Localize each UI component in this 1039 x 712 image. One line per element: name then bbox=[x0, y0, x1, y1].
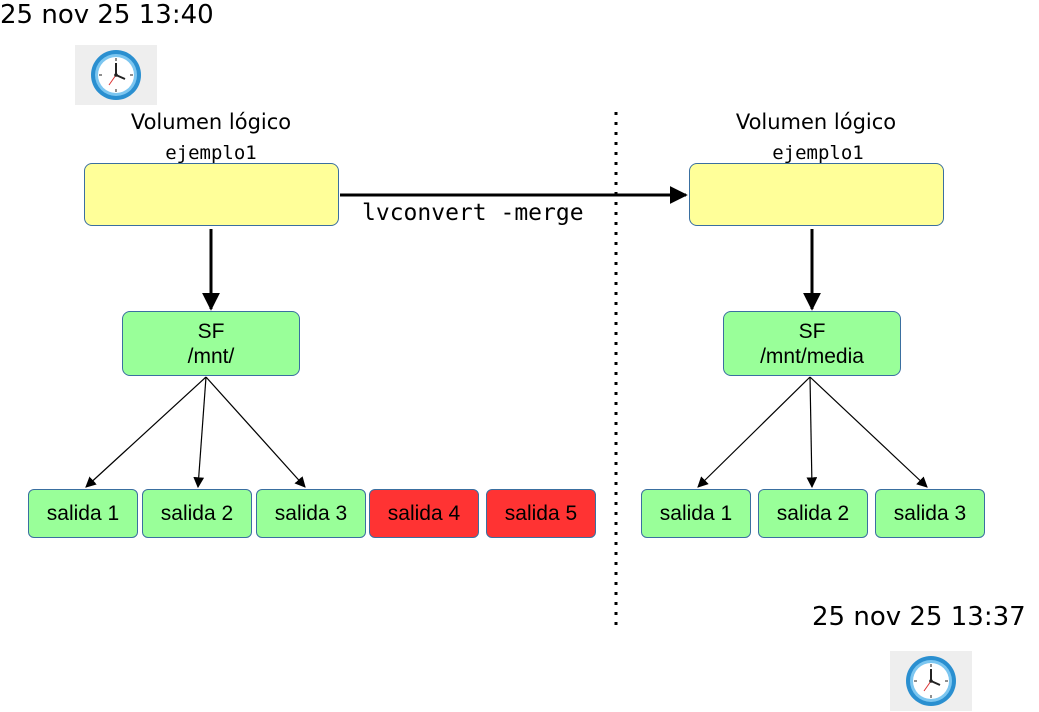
output-label: salida 1 bbox=[659, 501, 733, 525]
right-output-2: salida 2 bbox=[758, 489, 868, 538]
output-label: salida 5 bbox=[504, 501, 578, 525]
output-label: salida 3 bbox=[893, 501, 967, 525]
left-volume-name: ejemplo1 bbox=[165, 142, 257, 164]
clock-icon bbox=[75, 45, 157, 105]
right-output-1: salida 1 bbox=[641, 489, 751, 538]
right-logical-volume bbox=[689, 163, 944, 226]
left-output-2: salida 2 bbox=[142, 489, 252, 538]
right-fs-mount: /mnt/media bbox=[760, 344, 864, 368]
left-filesystem: SF /mnt/ bbox=[122, 311, 300, 376]
right-fs-to-output-2 bbox=[806, 376, 818, 489]
right-volume-name: ejemplo1 bbox=[772, 142, 864, 164]
right-filesystem: SF /mnt/media bbox=[723, 311, 901, 376]
left-logical-volume bbox=[84, 163, 339, 226]
merge-command-label: lvconvert -merge bbox=[362, 200, 584, 226]
right-volume-label: Volumen lógico bbox=[735, 110, 897, 134]
output-label: salida 3 bbox=[274, 501, 348, 525]
right-fs-to-output-1 bbox=[697, 376, 811, 488]
right-timestamp: 25 nov 25 13:37 bbox=[812, 602, 1026, 632]
left-volume-label: Volumen lógico bbox=[130, 110, 292, 134]
left-output-1: salida 1 bbox=[28, 489, 138, 538]
left-fs-to-output-2 bbox=[193, 376, 207, 489]
left-fs-to-output-3 bbox=[205, 376, 306, 488]
output-label: salida 2 bbox=[160, 501, 234, 525]
left-timestamp: 25 nov 25 13:40 bbox=[0, 0, 214, 30]
output-label: salida 1 bbox=[46, 501, 120, 525]
right-fs-to-output-3 bbox=[809, 376, 928, 488]
left-fs-title: SF bbox=[197, 319, 225, 343]
left-fs-to-output-1 bbox=[85, 376, 207, 488]
left-output-4: salida 4 bbox=[369, 489, 479, 538]
left-output-3: salida 3 bbox=[256, 489, 366, 538]
right-fs-title: SF bbox=[798, 319, 826, 343]
clock-icon bbox=[890, 651, 972, 711]
output-label: salida 2 bbox=[776, 501, 850, 525]
left-output-5: salida 5 bbox=[486, 489, 596, 538]
right-output-3: salida 3 bbox=[875, 489, 985, 538]
left-fs-mount: /mnt/ bbox=[187, 344, 235, 368]
output-label: salida 4 bbox=[387, 501, 461, 525]
